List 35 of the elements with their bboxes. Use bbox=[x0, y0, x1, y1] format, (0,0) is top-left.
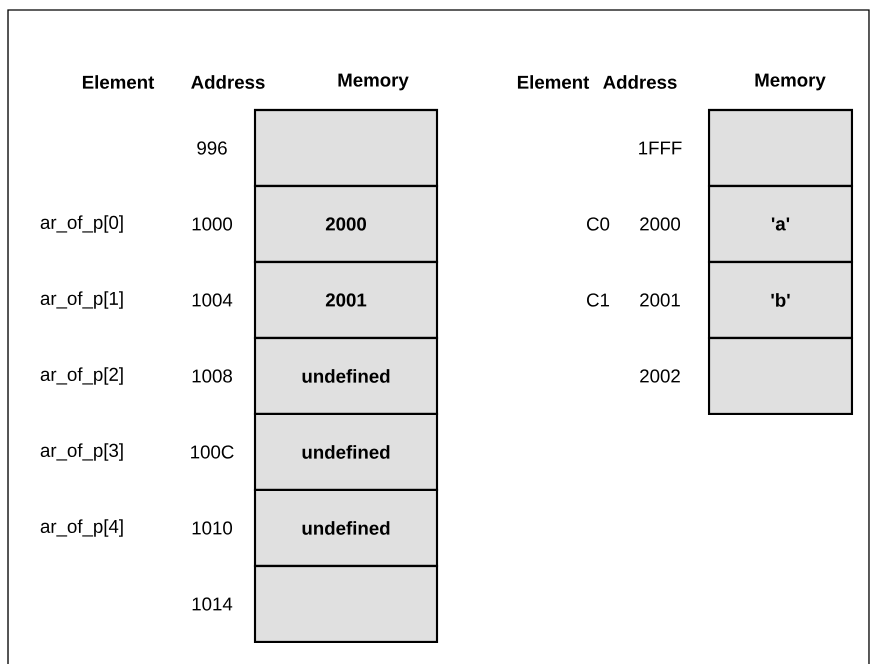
memory-cell: 'b' bbox=[708, 260, 854, 340]
row-label: ar_of_p[0] bbox=[40, 215, 123, 233]
memory-cell: undefined bbox=[254, 412, 438, 492]
memory-cell bbox=[254, 564, 438, 644]
row-label: 1000 bbox=[192, 217, 232, 231]
memory-cell: undefined bbox=[254, 488, 438, 568]
column-header: Address bbox=[603, 75, 677, 89]
column-header: Memory bbox=[755, 74, 826, 90]
row-label: 1FFF bbox=[639, 142, 682, 154]
column-header: Address bbox=[191, 75, 265, 89]
row-label: 1008 bbox=[192, 369, 232, 383]
row-label: ar_of_p[1] bbox=[40, 291, 123, 309]
row-label: 996 bbox=[197, 141, 227, 155]
memory-cell: 2000 bbox=[254, 184, 438, 264]
row-label: 1010 bbox=[192, 521, 232, 535]
row-label: 1014 bbox=[192, 597, 232, 611]
memory-cell: 2001 bbox=[254, 260, 438, 340]
row-label: ar_of_p[2] bbox=[40, 367, 123, 385]
column-header: Element bbox=[518, 75, 590, 89]
row-label: 2001 bbox=[640, 293, 680, 307]
memory-cell bbox=[254, 108, 438, 188]
memory-cell: undefined bbox=[254, 336, 438, 416]
row-label: 2002 bbox=[640, 369, 680, 383]
row-label: 1004 bbox=[192, 293, 232, 307]
row-label: C1 bbox=[587, 293, 610, 307]
memory-cell: 'a' bbox=[708, 184, 854, 264]
row-label: C0 bbox=[587, 217, 610, 231]
row-label: 2000 bbox=[640, 217, 680, 231]
memory-cell bbox=[708, 108, 854, 188]
row-label: ar_of_p[4] bbox=[40, 519, 123, 537]
row-label: ar_of_p[3] bbox=[40, 443, 123, 461]
memory-cell bbox=[708, 336, 854, 416]
column-header: Element bbox=[82, 75, 154, 89]
column-header: Memory bbox=[338, 74, 409, 90]
row-label: 100C bbox=[191, 445, 234, 459]
